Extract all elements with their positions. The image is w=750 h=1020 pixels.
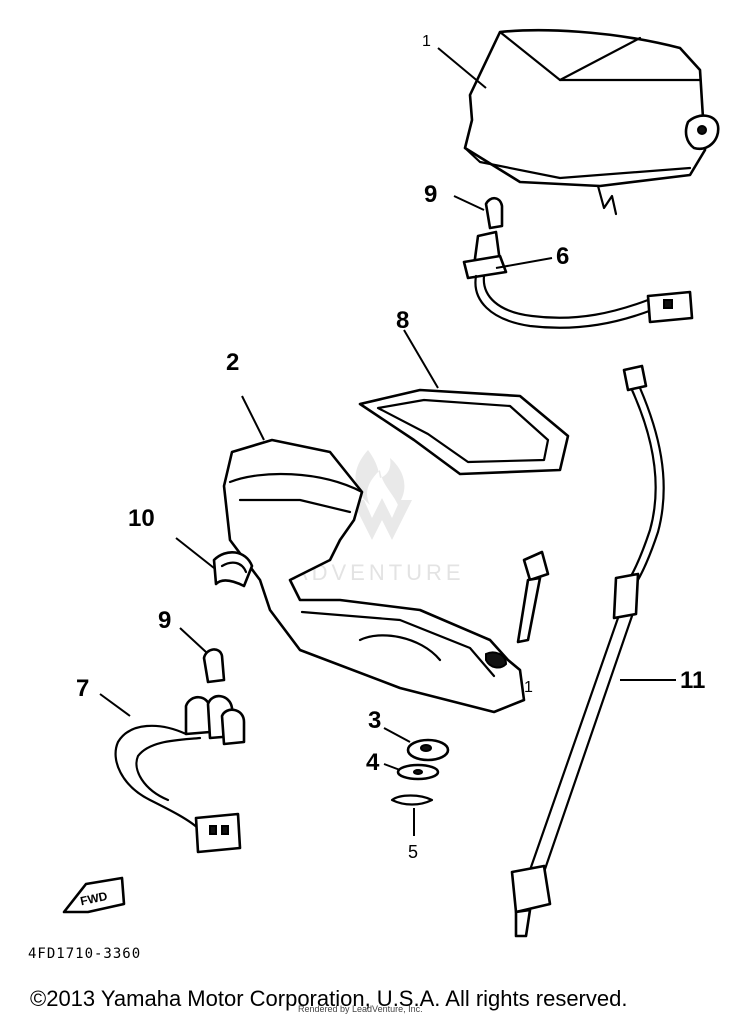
callout-1-mid: 1	[524, 679, 533, 696]
mounting-bolt	[516, 550, 550, 644]
copyright-notice: ©2013 Yamaha Motor Corporation, U.S.A. A…	[30, 986, 628, 1011]
part-9-bulb-top	[484, 196, 504, 230]
part-9-bulb-left	[202, 648, 226, 684]
callout-11: 11	[680, 667, 705, 694]
part-5-clip	[390, 794, 434, 806]
watermark-logo	[352, 450, 412, 540]
part-2-meter-body	[222, 438, 526, 714]
callout-6: 6	[556, 243, 569, 270]
callout-7: 7	[76, 675, 89, 702]
diagram-part-number: 4FD1710-3360	[28, 946, 142, 962]
part-11-speedometer-cable	[510, 364, 665, 938]
callout-9-left: 9	[158, 607, 171, 634]
part-1-meter-case	[463, 28, 720, 216]
callout-4: 4	[366, 749, 380, 776]
callout-9-top: 9	[424, 181, 437, 208]
leader-lines	[99, 47, 676, 836]
callout-10: 10	[128, 505, 155, 532]
part-10-clamp	[212, 551, 254, 588]
part-7-harness	[114, 694, 246, 854]
callout-3: 3	[368, 707, 381, 734]
callout-8: 8	[396, 307, 409, 334]
callout-5: 5	[408, 842, 418, 862]
callout-1-top: 1	[422, 33, 431, 50]
fwd-label: FWD	[79, 889, 109, 908]
rendered-by-note: Rendered by LeadVenture, Inc.	[298, 1004, 423, 1014]
callout-2: 2	[226, 349, 239, 376]
part-4-washer	[396, 763, 440, 781]
part-6-socket-wire	[462, 230, 694, 329]
part-3-grommet	[406, 738, 450, 762]
fwd-arrow-icon: FWD	[62, 876, 126, 914]
part-8-gasket	[358, 388, 570, 476]
